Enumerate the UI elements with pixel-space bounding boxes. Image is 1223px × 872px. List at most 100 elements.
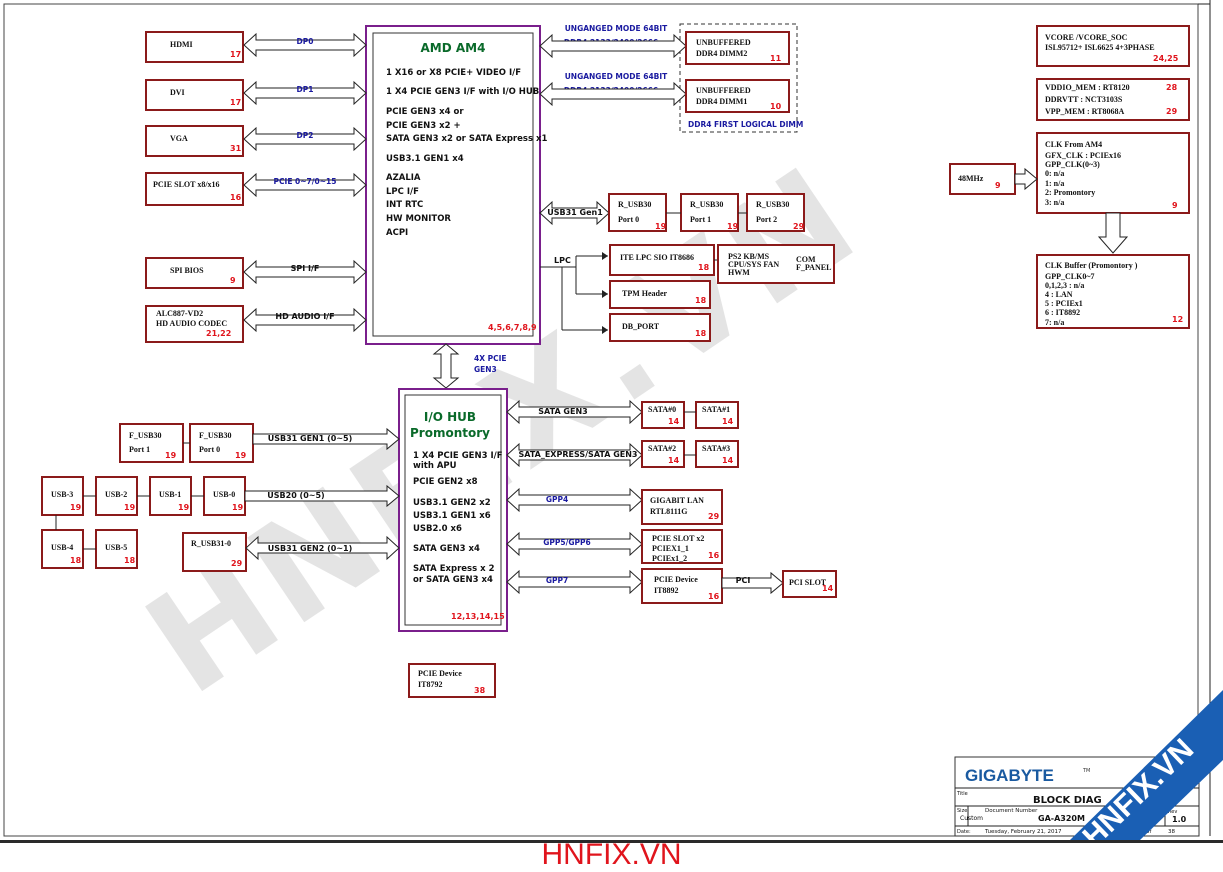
usb-top-port-1-name: R_USB30: [618, 200, 651, 209]
clk-buffer-line-3: 0,1,2,3 : n/a: [1045, 281, 1084, 290]
pcie-slot-block: [641, 529, 723, 564]
sata-bus-2: SATA_EXPRESS/SATA GEN3: [518, 450, 637, 459]
sio-page: 18: [698, 263, 710, 272]
pcie-dev-it8892-page: 16: [708, 592, 720, 601]
usb-top-port-3: [746, 193, 805, 232]
left-block-alc887-vd2-bus: HD AUDIO I/F: [275, 312, 334, 321]
f-usb-1-port: Port 1: [129, 445, 150, 454]
sio-func-4: COM: [796, 255, 816, 264]
apu-feature-9: INT RTC: [386, 200, 423, 210]
dimm-2-line-2: DDR4 DIMM1: [696, 97, 747, 106]
left-block-dvi-name: DVI: [170, 88, 185, 97]
left-block-dvi-page: 17: [230, 98, 241, 107]
io-hub-feature-9: or SATA GEN3 x4: [413, 575, 493, 585]
lpc-to-db-head: [602, 326, 608, 334]
left-block-vga: [145, 125, 244, 157]
apu-feature-2: 1 X4 PCIE GEN3 I/F with I/O HUB: [386, 87, 539, 97]
bottom-watermark: HNFIX.VN: [541, 838, 682, 871]
sata-bus-1: SATA GEN3: [538, 407, 587, 416]
title-block-date-label: Date:: [957, 829, 971, 835]
gpp4-label: GPP4: [546, 495, 568, 504]
mem-power-page-3: 29: [1166, 107, 1178, 116]
sio-func-2: CPU/SYS FAN: [728, 260, 779, 269]
left-block-alc887-vd2-name: ALC887-VD2: [156, 309, 203, 318]
sata-0: [641, 401, 685, 429]
io-hub-feature-8: SATA Express x 2: [413, 564, 495, 574]
sio-func-5: F_PANEL: [796, 263, 831, 272]
left-block-vga-bus-arrow: [243, 126, 367, 152]
apu-feature-7: AZALIA: [386, 173, 421, 183]
usb2-bus-arrow: [244, 484, 400, 508]
pci-slot-page: 14: [822, 584, 834, 593]
usb-top-port-1-page: 19: [655, 222, 667, 231]
sio-name: ITE LPC SIO IT8686: [620, 253, 694, 262]
left-block-vga-page: 31: [230, 144, 242, 153]
left-block-spi-bios-bus-arrow: [243, 259, 367, 285]
left-block-hdmi: [145, 31, 244, 63]
usb2-usb-5-page: 18: [124, 556, 136, 565]
lan-page: 29: [708, 512, 720, 521]
io-hub-feature-7: SATA GEN3 x4: [413, 544, 480, 554]
apu-inner: [372, 32, 534, 337]
io-hub-feature-6: USB2.0 x6: [413, 524, 462, 534]
sata-1-name: SATA#1: [702, 405, 730, 414]
left-block-spi-bios-name: SPI BIOS: [170, 266, 204, 275]
left-block-vga-bus: DP2: [297, 131, 314, 140]
clk-from-line-4: 0: n/a: [1045, 169, 1064, 178]
sata-2-page: 14: [668, 456, 680, 465]
hub-link-label-2: GEN3: [474, 365, 497, 374]
pcie-device-it8792-line-1: PCIE Device: [418, 669, 462, 678]
tpm-block: [609, 280, 711, 309]
corner-ribbon-band: [1070, 690, 1223, 840]
usb2-usb-0-name: USB-0: [213, 490, 235, 499]
lpc-to-tpm-head: [602, 290, 608, 298]
pcie-slot-page: 16: [708, 551, 720, 560]
hub-link-label-1: 4X PCIE: [474, 354, 507, 363]
clk-in-arrow: [1014, 167, 1038, 191]
f-usb-2-name: F_USB30: [199, 431, 231, 440]
r-usb31-block: [182, 532, 247, 572]
left-block-vga-name: VGA: [170, 134, 188, 143]
clk-from-line-5: 1: n/a: [1045, 179, 1064, 188]
db-port-name: DB_PORT: [622, 322, 660, 331]
tpm-page: 18: [695, 296, 707, 305]
clk-from-line-2: GFX_CLK : PCIEx16: [1045, 151, 1121, 160]
usb-top-port-2-port: Port 1: [690, 215, 711, 224]
dimm-group-outline: [679, 23, 798, 133]
usb-top-port-3-port: Port 2: [756, 215, 777, 224]
title-block-docnum-label: Document Number: [985, 808, 1038, 814]
left-block-alc887-vd2-name-2: HD AUDIO CODEC: [156, 319, 227, 328]
clk-in-block: [949, 163, 1016, 195]
left-block-dvi: [145, 79, 244, 111]
title-block-brand: GIGABYTE: [965, 766, 1054, 785]
dimm-blocks: UNGANGED MODE 64BITDDR4 2133/2400/2666UN…: [539, 24, 790, 113]
usb-top-port-3-name: R_USB30: [756, 200, 789, 209]
lpc-label: LPC: [554, 256, 571, 265]
usb2-usb-4-name: USB-4: [51, 543, 73, 552]
db-port-page: 18: [695, 329, 707, 338]
apu-feature-8: LPC I/F: [386, 187, 419, 197]
title-block-date: Tuesday, February 21, 2017: [984, 829, 1062, 835]
db-port-block: [609, 313, 711, 342]
io-hub-inner: [404, 394, 502, 626]
title-block-title-label: Title: [956, 791, 968, 797]
vcore-block: [1036, 25, 1190, 67]
io-hub-feature-5: USB3.1 GEN1 x6: [413, 511, 491, 521]
bottom-bar: [0, 840, 1223, 871]
io-hub-feature-1: 1 X4 PCIE GEN3 I/F: [413, 451, 503, 461]
r-usb31-name: R_USB31-0: [191, 539, 231, 548]
title-block-total: 38: [1168, 829, 1175, 835]
clk-from-line-7: 3: n/a: [1045, 198, 1064, 207]
pcie-device-it8792-line-2: IT8792: [418, 680, 442, 689]
f-usb-1-name: F_USB30: [129, 431, 161, 440]
usb2-usb-0-page: 19: [232, 503, 244, 512]
pcie-dev-it8892-line-1: PCIE Device: [654, 575, 698, 584]
sata-1-page: 14: [722, 417, 734, 426]
left-block-pcie-slot-x8-x16: [145, 172, 244, 206]
usb2-usb-3: [41, 476, 84, 516]
io-hub-feature-3: PCIE GEN2 x8: [413, 477, 478, 487]
left-block-hdmi-bus-arrow: [243, 32, 367, 58]
